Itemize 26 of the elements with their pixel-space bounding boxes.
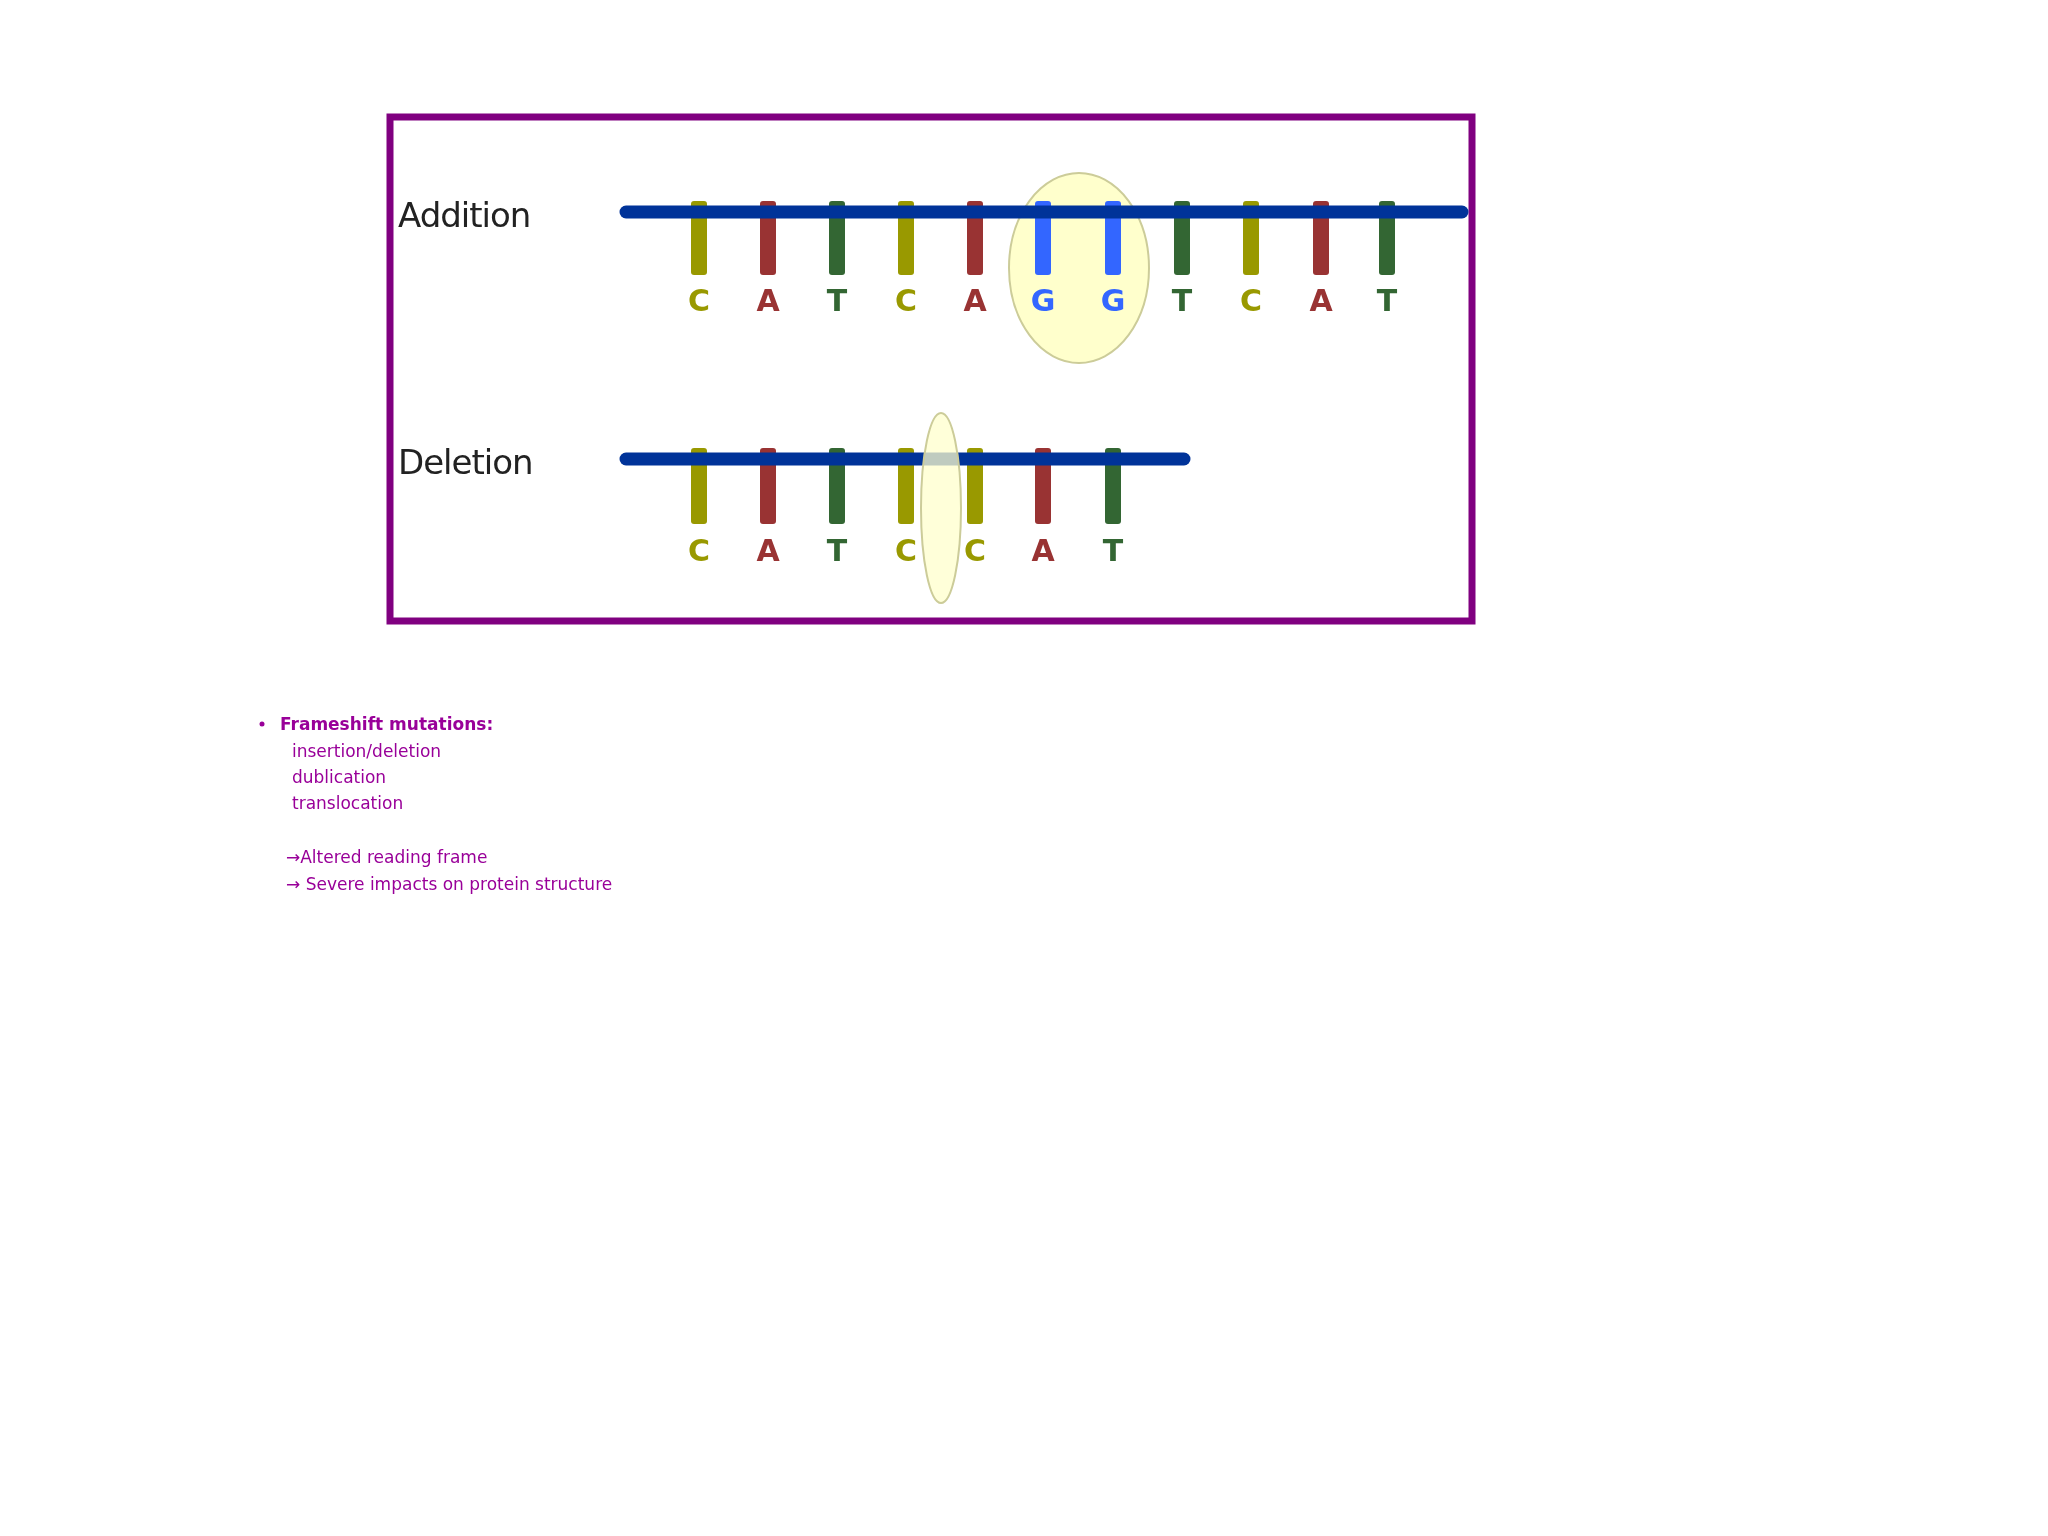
heading-text: Frameshift mutations: (280, 715, 494, 733)
base-letter: C (895, 536, 917, 566)
base-letter: A (963, 286, 987, 316)
note-text: dublication (292, 768, 387, 786)
base-letter: A (1309, 286, 1333, 316)
base-letter: A (756, 536, 780, 566)
note-text: translocation (292, 794, 404, 812)
base-letter: T (826, 536, 848, 566)
base-letter: C (964, 536, 986, 566)
base-letter: C (895, 286, 917, 316)
row-label: Addition (398, 198, 531, 232)
note-text: insertion/deletion (292, 742, 442, 760)
base-letter: T (826, 286, 848, 316)
row-label: Deletion (398, 445, 533, 479)
base-letter: C (688, 536, 710, 566)
base-letter: T (1376, 286, 1398, 316)
base-letter: G (1030, 286, 1056, 316)
base-letter: G (1100, 286, 1126, 316)
base-letter: C (688, 286, 710, 316)
base-letter: A (1031, 536, 1055, 566)
base-letter: T (1102, 536, 1124, 566)
note-text: →Altered reading frame (286, 848, 488, 866)
note-text: → Severe impacts on protein structure (286, 875, 613, 893)
base-letter: C (1240, 286, 1262, 316)
base-letter: T (1171, 286, 1193, 316)
base-letter: A (756, 286, 780, 316)
